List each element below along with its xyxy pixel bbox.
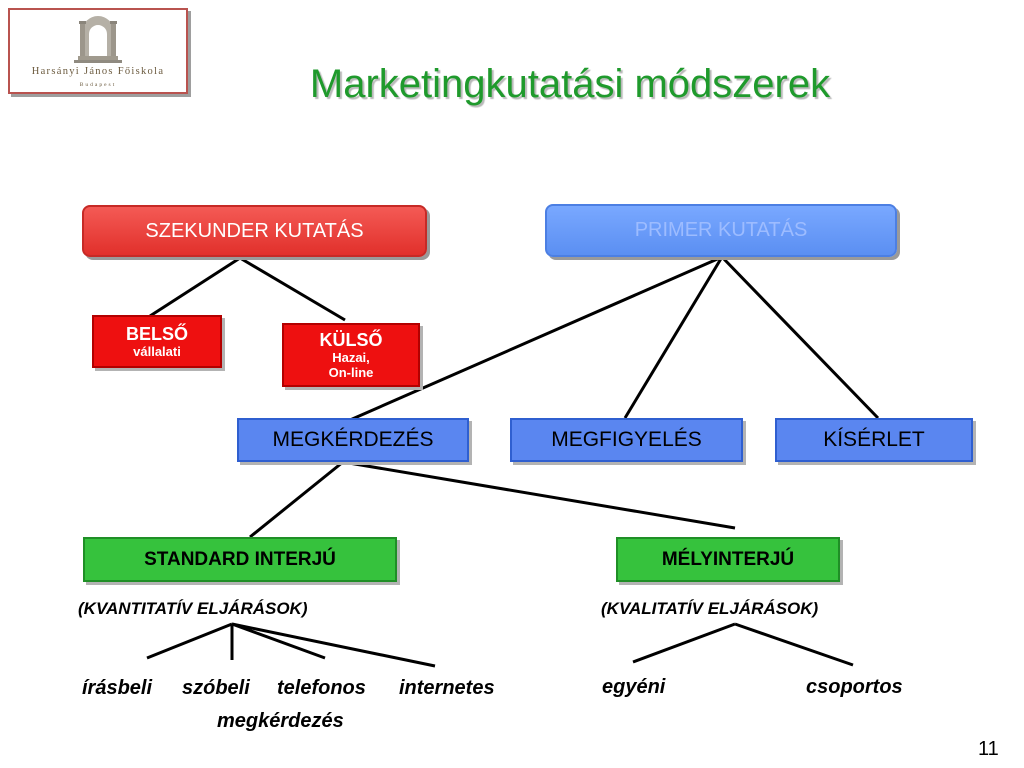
page-title: Marketingkutatási módszerek bbox=[309, 62, 831, 106]
type-phone: telefonos bbox=[277, 677, 366, 699]
depth-interview-box: MÉLYINTERJÚ bbox=[616, 537, 840, 582]
quantitative-note: (KVANTITATÍV ELJÁRÁSOK) bbox=[78, 599, 308, 618]
secondary-research-label: SZEKUNDER KUTATÁS bbox=[145, 219, 364, 242]
type-internet: internetes bbox=[399, 677, 495, 699]
line-standard-phone bbox=[231, 622, 326, 660]
line-survey-standard bbox=[249, 460, 344, 539]
line-depth-group bbox=[734, 622, 854, 667]
building-icon bbox=[74, 16, 122, 63]
external-sub-online: On-line bbox=[328, 365, 374, 380]
survey-box: MEGKÉRDEZÉS bbox=[237, 418, 469, 462]
experiment-label: KÍSÉRLET bbox=[823, 428, 925, 451]
type-individual: egyéni bbox=[602, 676, 666, 698]
type-oral: szóbeli bbox=[182, 677, 250, 699]
standard-interview-box: STANDARD INTERJÚ bbox=[83, 537, 397, 582]
line-primary-survey bbox=[349, 255, 723, 422]
observation-box: MEGFIGYELÉS bbox=[510, 418, 743, 462]
line-standard-written bbox=[146, 622, 233, 660]
standard-interview-label: STANDARD INTERJÚ bbox=[144, 548, 336, 570]
line-standard-internet bbox=[231, 622, 436, 668]
survey-label: MEGKÉRDEZÉS bbox=[272, 428, 434, 451]
line-survey-depth bbox=[342, 460, 736, 530]
internal-sub: vállalati bbox=[133, 344, 181, 359]
type-group: csoportos bbox=[806, 676, 903, 698]
qualitative-note: (KVALITATÍV ELJÁRÁSOK) bbox=[601, 599, 819, 618]
external-sub-domestic: Hazai, bbox=[332, 350, 370, 365]
observation-label: MEGFIGYELÉS bbox=[551, 428, 702, 451]
line-depth-individual bbox=[632, 622, 736, 664]
school-logo: Harsányi János Főiskola Budapest bbox=[8, 8, 188, 94]
survey-caption: megkérdezés bbox=[217, 710, 344, 732]
page-number: 11 bbox=[978, 738, 999, 760]
internal-box: BELSŐ vállalati bbox=[92, 315, 222, 368]
secondary-research-box: SZEKUNDER KUTATÁS bbox=[82, 205, 427, 257]
logo-city: Budapest bbox=[79, 82, 117, 88]
line-secondary-external bbox=[239, 256, 346, 322]
experiment-box: KÍSÉRLET bbox=[775, 418, 973, 462]
internal-label: BELSŐ bbox=[125, 324, 188, 344]
external-box: KÜLSŐ Hazai, On-line bbox=[282, 323, 420, 387]
type-written: írásbeli bbox=[82, 677, 153, 699]
external-label: KÜLSŐ bbox=[319, 330, 383, 350]
line-secondary-internal bbox=[149, 256, 241, 318]
line-primary-experiment bbox=[720, 255, 880, 420]
depth-interview-label: MÉLYINTERJÚ bbox=[661, 548, 795, 570]
logo-school-name: Harsányi János Főiskola bbox=[31, 66, 165, 77]
primary-research-box: PRIMER KUTATÁS bbox=[545, 204, 897, 257]
primary-research-label: PRIMER KUTATÁS bbox=[634, 219, 808, 241]
line-primary-observation bbox=[623, 256, 724, 419]
